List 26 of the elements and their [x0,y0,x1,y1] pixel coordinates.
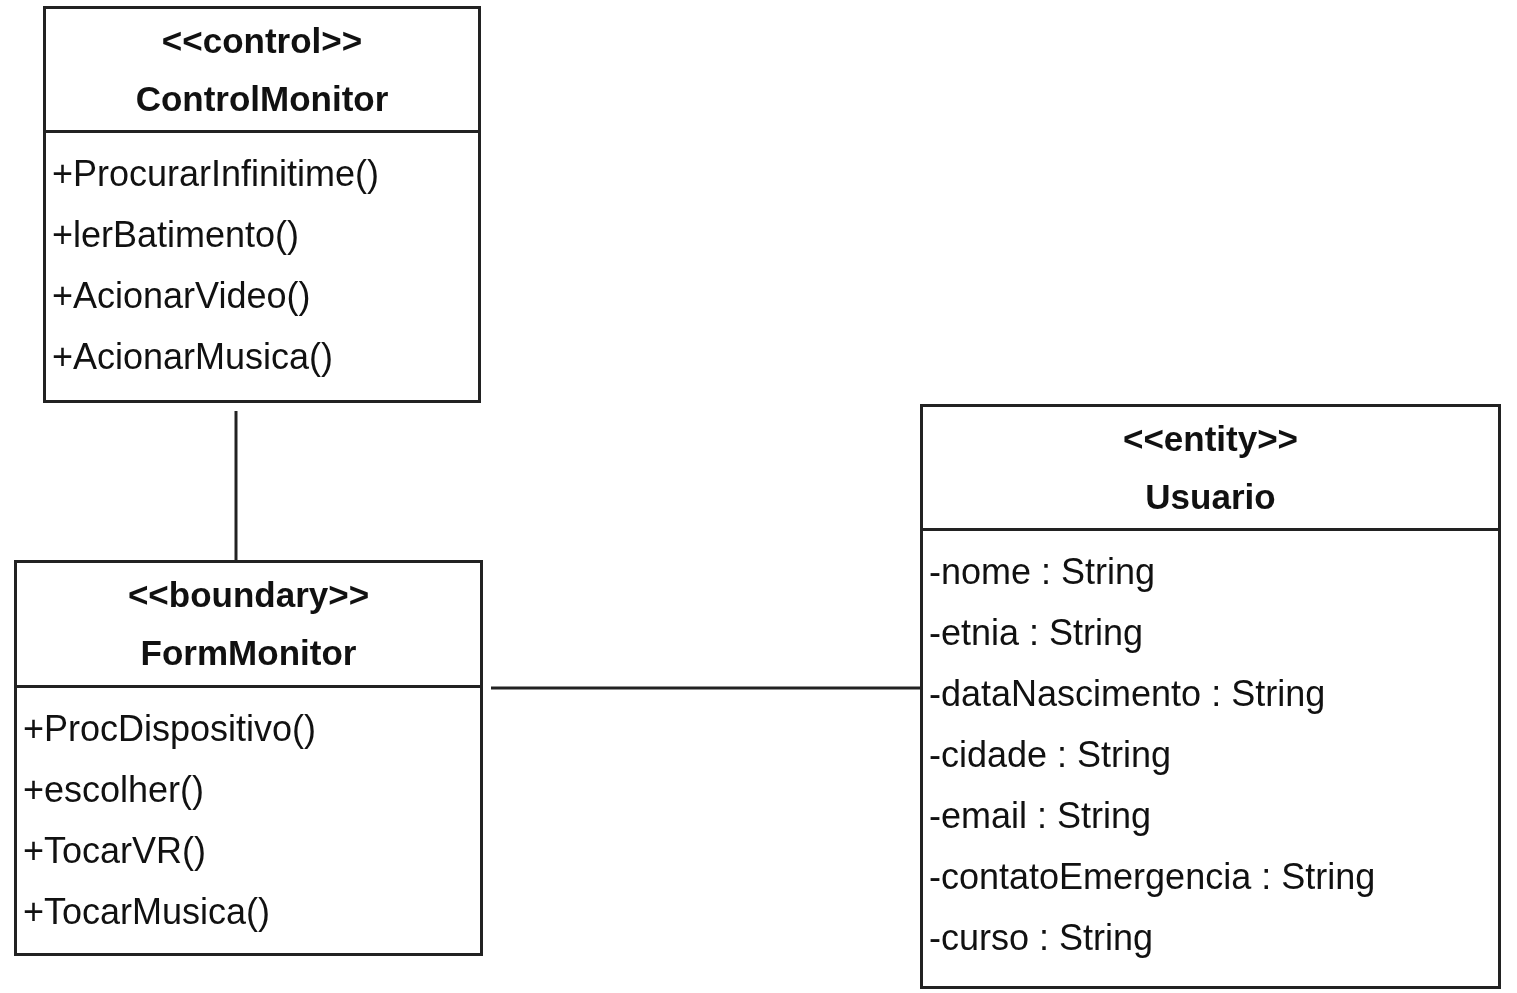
stereotype-label: <<control>> [161,19,363,62]
member-text: +escolher() [23,768,206,812]
class-box [920,404,1501,989]
member-text: +lerBatimento() [52,213,301,257]
member-text: +TocarVR() [23,829,208,873]
stereotype-label: <<entity>> [1122,417,1299,460]
class-box [43,6,481,403]
member-text: +AcionarVideo() [52,274,312,318]
member-text: +TocarMusica() [23,890,272,934]
member-text: -curso : String [929,916,1155,960]
member-text: -nome : String [929,550,1157,594]
class-name: Usuario [1145,475,1276,518]
class-name: ControlMonitor [135,77,389,120]
member-text: -email : String [929,794,1153,838]
class-name: FormMonitor [140,632,357,674]
member-text: +ProcurarInfinitime() [52,152,381,196]
stereotype-label: <<boundary>> [127,574,370,616]
association-line [234,411,238,560]
member-text: -cidade : String [929,733,1173,777]
association-line [491,686,920,690]
class-box [14,560,483,956]
member-text: +AcionarMusica() [52,335,335,379]
member-text: -etnia : String [929,611,1145,655]
member-text: -dataNascimento : String [929,672,1327,716]
member-text: +ProcDispositivo() [23,707,318,751]
member-text: -contatoEmergencia : String [929,855,1377,899]
